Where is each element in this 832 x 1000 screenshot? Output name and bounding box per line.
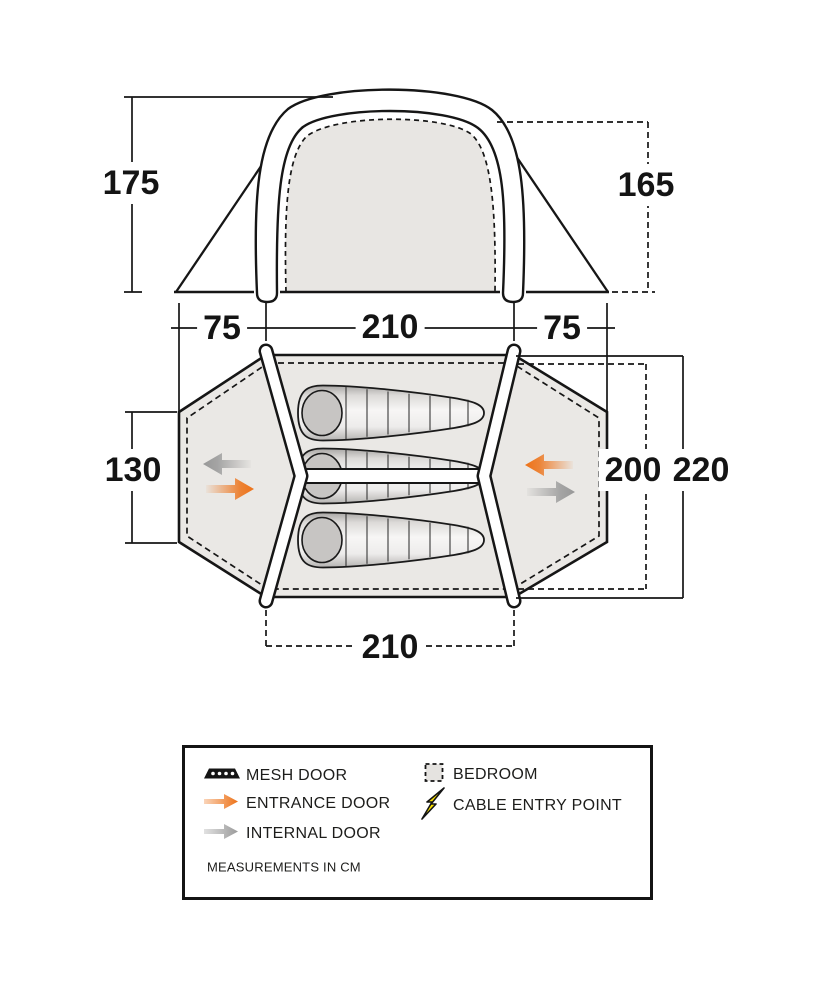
floorplan-left-pole: [258, 343, 309, 609]
entrance-door-arrow-right-porch: [525, 454, 573, 476]
dim-165-line: [497, 121, 655, 293]
cable-entry-point-icon: [421, 787, 447, 825]
legend-label-mesh-door: MESH DOOR: [246, 767, 348, 784]
dim-label-porch-width-right: 75: [537, 307, 587, 349]
bedroom-icon: [424, 763, 444, 788]
dim-label-inner-depth: 200: [598, 449, 668, 491]
dim-label-bedroom-width: 210: [355, 626, 425, 668]
elevation-arch-beam: [254, 88, 526, 304]
dim-label-elevation-height-left: 175: [96, 162, 166, 204]
elevation-bedroom-fill: [285, 119, 496, 293]
legend: MESH DOOR ENTRANCE DOOR INTERNAL DOOR BE…: [182, 745, 653, 900]
legend-label-internal-door: INTERNAL DOOR: [246, 825, 381, 842]
dim-label-door-height: 130: [98, 449, 168, 491]
legend-label-entrance-door: ENTRANCE DOOR: [246, 795, 391, 812]
tent-floorplan: [177, 343, 609, 609]
legend-label-cable-entry-point: CABLE ENTRY POINT: [453, 797, 622, 814]
floorplan-centre-beam: [298, 468, 486, 484]
dim-label-middle-width: 210: [355, 306, 425, 348]
dim-label-porch-width-left: 75: [197, 307, 247, 349]
entrance-door-arrow-left-porch: [206, 478, 254, 500]
entrance-door-icon: [204, 793, 238, 815]
dim-label-elevation-height-right: 165: [611, 164, 681, 206]
dim-label-overall-depth: 220: [666, 449, 736, 491]
internal-door-icon: [204, 823, 238, 845]
floorplan-right-pole: [476, 343, 522, 609]
legend-label-bedroom: BEDROOM: [453, 766, 538, 783]
internal-door-arrow-right-porch: [527, 481, 575, 503]
internal-door-arrow-left-porch: [203, 453, 251, 475]
elevation-bedroom-dashed-line: [284, 118, 496, 293]
legend-note-measurements: MEASUREMENTS IN CM: [207, 859, 361, 875]
tent-side-elevation: [174, 88, 609, 304]
mesh-door-icon: [203, 767, 241, 786]
